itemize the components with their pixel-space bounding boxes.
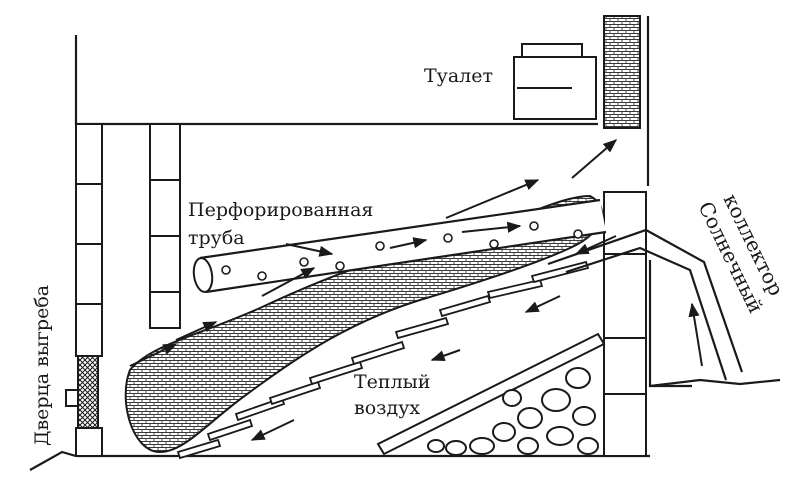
- stones: [427, 367, 599, 456]
- slanted-slab: [376, 332, 606, 456]
- perforated-pipe-label-line1: Перфорированная: [188, 199, 373, 221]
- pipe-opening: [192, 257, 214, 293]
- perforated-pipe-label: Перфорированная труба: [188, 199, 373, 249]
- ground-line: [29, 450, 650, 471]
- collector-ground: [649, 378, 781, 388]
- right-wall-lower: [603, 191, 647, 457]
- airflow-arrows: [129, 139, 703, 441]
- compost-heap: [124, 194, 603, 454]
- chimney: [603, 15, 641, 129]
- pipe-holes: [221, 221, 583, 281]
- steps: [176, 260, 590, 460]
- pit-door-label-group: Дверца выгреба: [31, 285, 53, 446]
- toilet-label: Туалет: [424, 65, 493, 87]
- stone-bed: [376, 332, 606, 456]
- pit-door: [65, 355, 99, 429]
- warm-air-label-line1: Теплый: [354, 371, 430, 393]
- solar-collector-label: Солнечный коллектор: [694, 190, 789, 317]
- pit-door-panel: [77, 355, 99, 429]
- solar-collector: [547, 228, 781, 388]
- left-brick-wall: [75, 123, 103, 457]
- compost-mass: [124, 194, 603, 454]
- pit-door-handle: [65, 389, 79, 407]
- pit-door-label: Дверца выгреба: [31, 285, 53, 446]
- collector-upper-edge: [547, 228, 744, 373]
- inner-column: [149, 123, 181, 329]
- warm-air-label-line2: воздух: [354, 397, 420, 419]
- collector-support: [648, 260, 692, 388]
- warm-air-label: Теплый воздух: [354, 371, 430, 419]
- toilet-lid: [521, 43, 583, 58]
- collector-inner-edge: [565, 246, 728, 381]
- perforated-pipe-label-line2: труба: [188, 227, 245, 249]
- toilet-seat: [513, 43, 597, 120]
